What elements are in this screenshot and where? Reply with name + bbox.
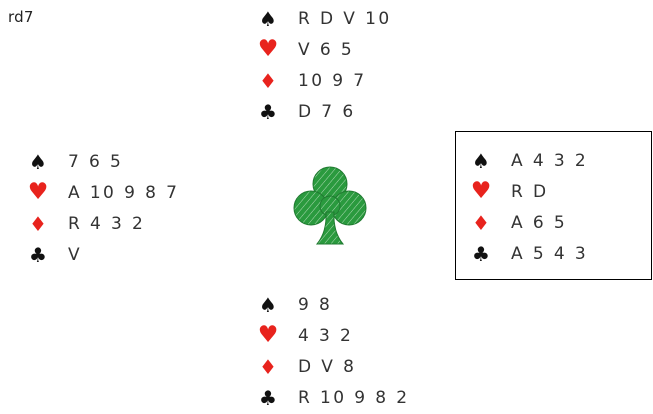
south-spades-row: ♠ 9 8: [254, 289, 410, 320]
south-diamonds-row: ♦ D V 8: [254, 351, 410, 382]
south-hearts-cards: 4 3 2: [298, 325, 354, 346]
club-icon: ♣: [259, 99, 277, 124]
west-clubs-cards: V: [68, 244, 83, 265]
spade-icon: ♠: [472, 148, 490, 173]
club-icon: ♣: [472, 241, 490, 266]
west-spades-row: ♠ 7 6 5: [24, 146, 179, 177]
club-icon: ♣: [259, 385, 277, 410]
east-diamonds-cards: A 6 5: [511, 212, 568, 233]
north-spades-cards: R D V 10: [298, 8, 392, 29]
east-spades-cards: A 4 3 2: [511, 150, 589, 171]
south-diamonds-cards: D V 8: [298, 356, 357, 377]
north-hand: ♠ R D V 10 ♥ V 6 5 ♦ 10 9 7 ♣ D 7 6: [254, 3, 392, 127]
heart-icon: ♥: [470, 178, 492, 204]
club-emblem-icon: [293, 166, 367, 245]
west-hearts-cards: A 10 9 8 7: [68, 182, 180, 203]
south-clubs-row: ♣ R 10 9 8 2: [254, 382, 410, 413]
heart-icon: ♥: [257, 322, 279, 348]
east-hearts-row: ♥ R D: [467, 176, 651, 207]
east-diamonds-row: ♦ A 6 5: [467, 207, 651, 238]
east-clubs-cards: A 5 4 3: [511, 243, 589, 264]
diamond-icon: ♦: [259, 68, 277, 93]
west-hand: ♠ 7 6 5 ♥ A 10 9 8 7 ♦ R 4 3 2 ♣ V: [24, 146, 179, 270]
south-clubs-cards: R 10 9 8 2: [298, 387, 410, 408]
west-hearts-row: ♥ A 10 9 8 7: [24, 177, 179, 208]
west-clubs-row: ♣ V: [24, 239, 179, 270]
north-clubs-cards: D 7 6: [298, 101, 356, 122]
north-diamonds-row: ♦ 10 9 7: [254, 65, 392, 96]
spade-icon: ♠: [259, 292, 277, 317]
club-icon: ♣: [29, 242, 47, 267]
spade-icon: ♠: [259, 6, 277, 31]
diamond-icon: ♦: [259, 354, 277, 379]
north-hearts-row: ♥ V 6 5: [254, 34, 392, 65]
diamond-icon: ♦: [29, 211, 47, 236]
east-hearts-cards: R D: [511, 181, 549, 202]
north-diamonds-cards: 10 9 7: [298, 70, 367, 91]
east-clubs-row: ♣ A 5 4 3: [467, 238, 651, 269]
spade-icon: ♠: [29, 149, 47, 174]
heart-icon: ♥: [257, 36, 279, 62]
west-spades-cards: 7 6 5: [68, 151, 124, 172]
north-hearts-cards: V 6 5: [298, 39, 355, 60]
east-spades-row: ♠ A 4 3 2: [467, 145, 651, 176]
south-hand: ♠ 9 8 ♥ 4 3 2 ♦ D V 8 ♣ R 10 9 8 2: [254, 289, 410, 413]
north-clubs-row: ♣ D 7 6: [254, 96, 392, 127]
south-spades-cards: 9 8: [298, 294, 333, 315]
south-hearts-row: ♥ 4 3 2: [254, 320, 410, 351]
east-hand: ♠ A 4 3 2 ♥ R D ♦ A 6 5 ♣ A 5 4 3: [455, 131, 652, 280]
north-spades-row: ♠ R D V 10: [254, 3, 392, 34]
west-diamonds-cards: R 4 3 2: [68, 213, 146, 234]
west-diamonds-row: ♦ R 4 3 2: [24, 208, 179, 239]
deal-label: rd7: [8, 8, 34, 26]
diamond-icon: ♦: [472, 210, 490, 235]
heart-icon: ♥: [27, 179, 49, 205]
